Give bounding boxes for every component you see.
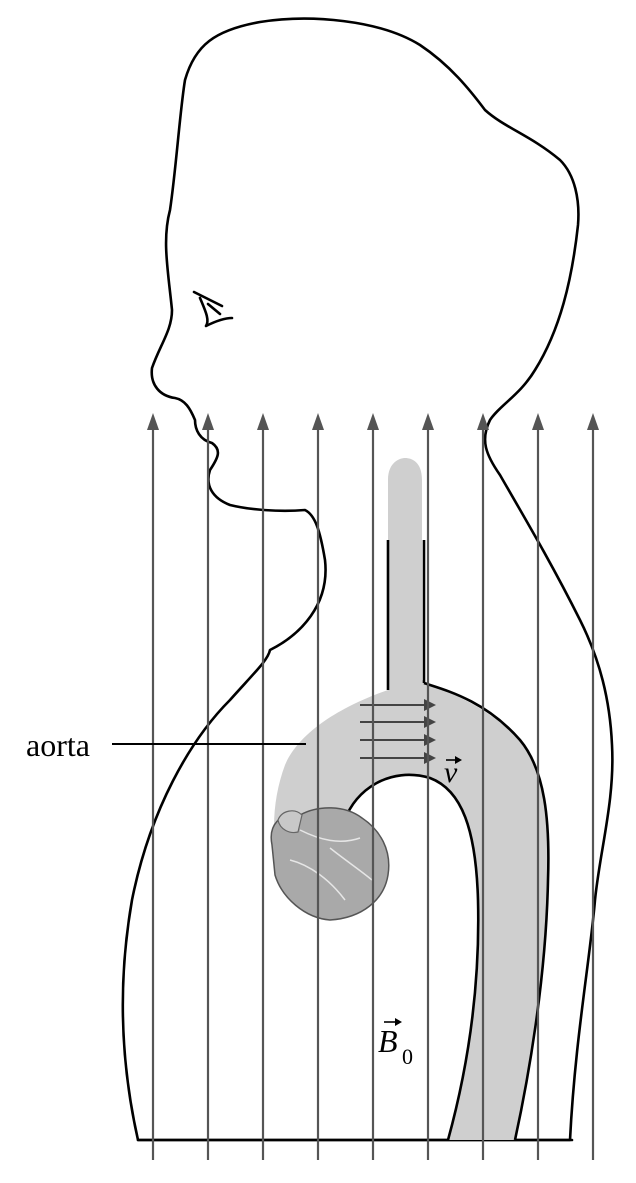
field-label: B 0 xyxy=(378,1018,413,1069)
velocity-symbol: v xyxy=(444,756,458,789)
field-line-8-head xyxy=(532,413,544,430)
field-line-6-head xyxy=(422,413,434,430)
aorta-arch-inner xyxy=(343,773,480,1141)
velocity-vector-arrowhead xyxy=(455,756,462,764)
field-vector-arrowhead xyxy=(395,1018,402,1026)
field-line-9-head xyxy=(587,413,599,430)
field-subscript: 0 xyxy=(402,1044,413,1069)
field-line-3-head xyxy=(257,413,269,430)
eye-icon xyxy=(192,290,234,328)
aorta-vessel xyxy=(274,458,549,1140)
aorta-label: aorta xyxy=(26,727,90,763)
magnetic-field-lines xyxy=(147,413,599,1160)
aorta-arch-outer xyxy=(423,681,550,1141)
field-line-2-head xyxy=(202,413,214,430)
field-line-4-head xyxy=(312,413,324,430)
velocity-label: v xyxy=(444,756,462,789)
field-line-5-head xyxy=(367,413,379,430)
field-symbol: B xyxy=(378,1023,398,1059)
heart-icon xyxy=(270,807,390,921)
field-line-7-head xyxy=(477,413,489,430)
field-line-1-head xyxy=(147,413,159,430)
